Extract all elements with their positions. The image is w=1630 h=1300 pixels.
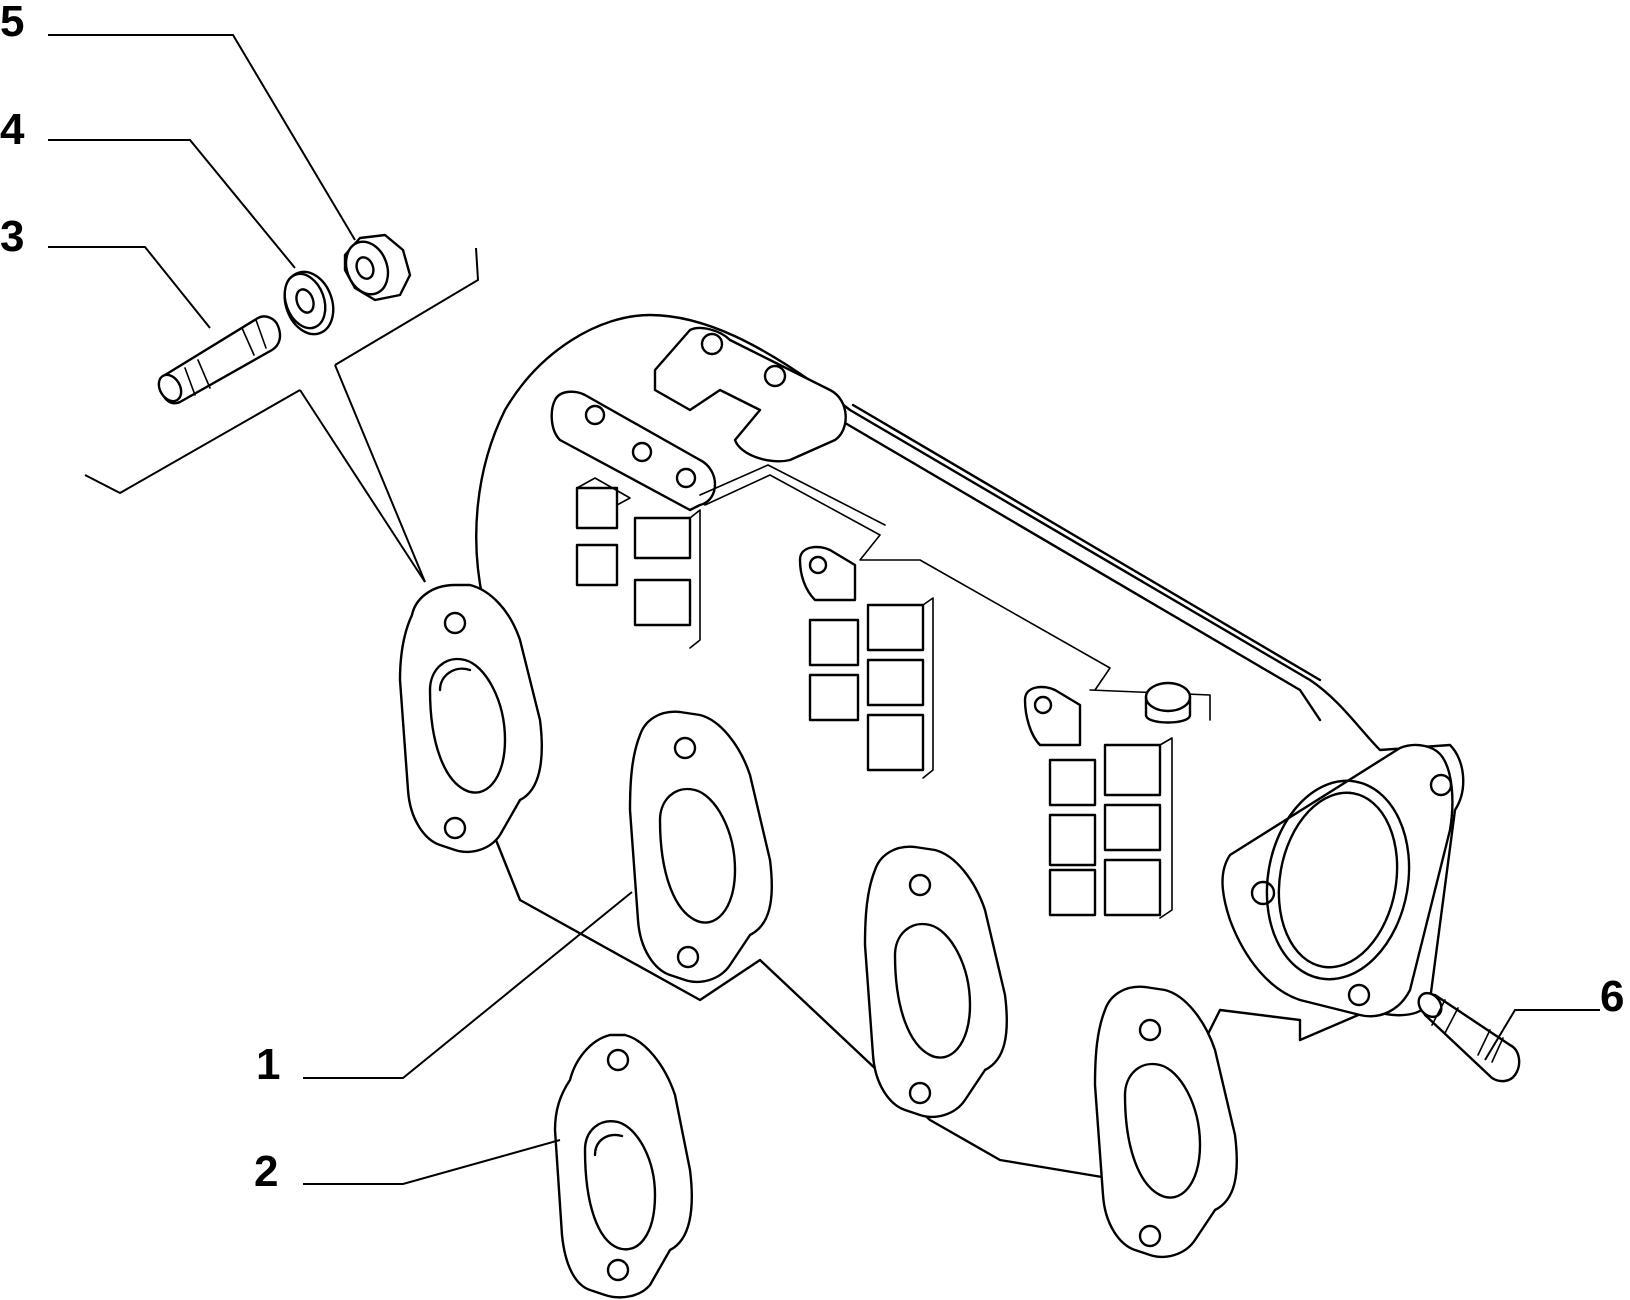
exhaust-port-flange-3 <box>863 845 1008 1119</box>
leader-line-1 <box>303 891 633 1079</box>
callout-1: 1 <box>256 1040 280 1089</box>
exhaust-port-flange-1 <box>398 583 543 854</box>
exhaust-port-flange-4 <box>1093 985 1238 1259</box>
leader-line-5 <box>48 34 356 241</box>
callout-3: 3 <box>0 212 24 261</box>
washer-part-4 <box>283 270 335 336</box>
turbo-outlet-flange <box>1221 743 1454 1018</box>
cooling-fins-group-1 <box>575 477 701 649</box>
leader-line-4 <box>48 139 296 269</box>
hardware-group-bracket <box>84 247 480 583</box>
gasket-part-2 <box>553 1033 693 1299</box>
exhaust-manifold-part-1 <box>398 313 1465 1259</box>
callout-4: 4 <box>0 105 25 154</box>
callout-6: 6 <box>1600 972 1624 1021</box>
callout-2: 2 <box>254 1147 278 1196</box>
leader-line-2 <box>303 1139 561 1185</box>
leader-line-6 <box>1484 1009 1600 1061</box>
cooling-fins-group-2 <box>808 597 934 779</box>
callout-labels: 5 4 3 1 2 6 <box>0 0 1624 1196</box>
callout-5: 5 <box>0 0 24 46</box>
nut-part-5 <box>343 233 412 302</box>
exhaust-port-flange-2 <box>628 710 773 984</box>
leader-lines <box>48 34 1600 1185</box>
cooling-fins-group-3 <box>1048 737 1173 919</box>
leader-line-3 <box>48 246 211 329</box>
stud-part-3 <box>157 315 282 405</box>
stud-part-6 <box>1417 991 1521 1083</box>
